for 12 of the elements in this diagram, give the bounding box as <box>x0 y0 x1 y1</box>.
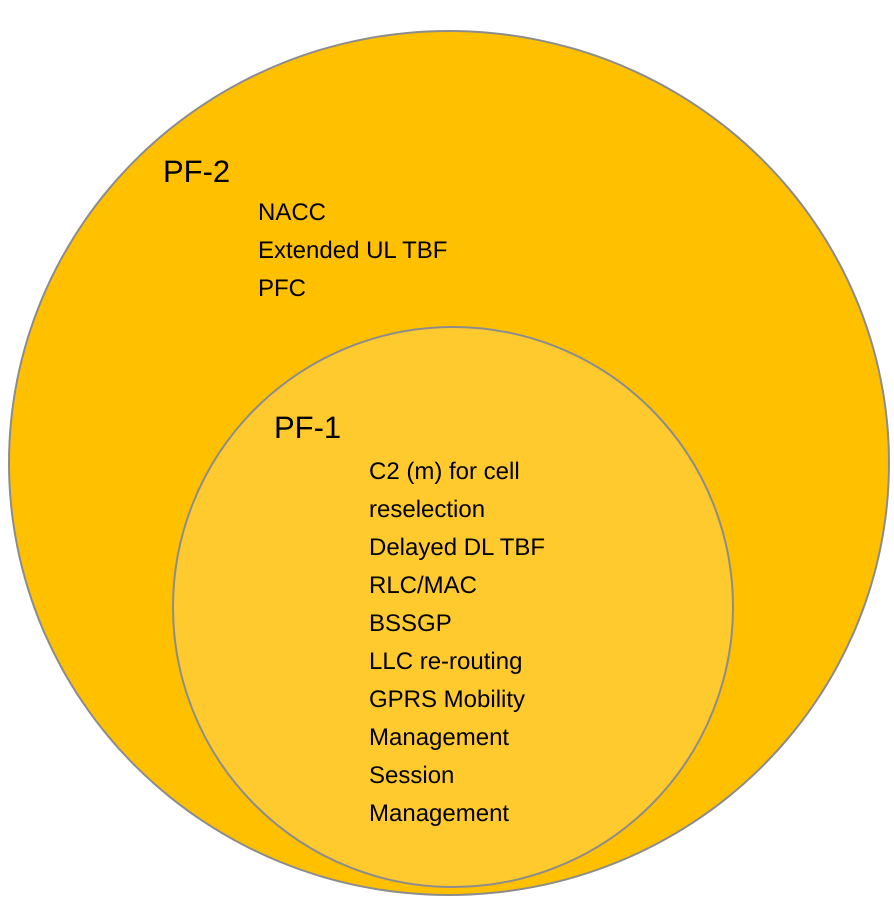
list-item: Delayed DL TBF <box>369 533 546 563</box>
list-item: Extended UL TBF <box>258 236 448 266</box>
list-item: C2 (m) for cell reselection <box>369 457 521 525</box>
group-title: PF-2 <box>163 154 230 190</box>
list-item: NACC <box>258 198 328 228</box>
list-item: RLC/MAC <box>369 571 478 601</box>
list-item: GPRS Mobility Management <box>369 685 526 753</box>
group-title: PF-1 <box>274 410 342 446</box>
list-item: LLC re-routing <box>369 647 524 677</box>
list-item: BSSGP <box>369 609 453 639</box>
list-item: PFC <box>258 274 307 304</box>
list-item: Session Management <box>369 761 510 829</box>
